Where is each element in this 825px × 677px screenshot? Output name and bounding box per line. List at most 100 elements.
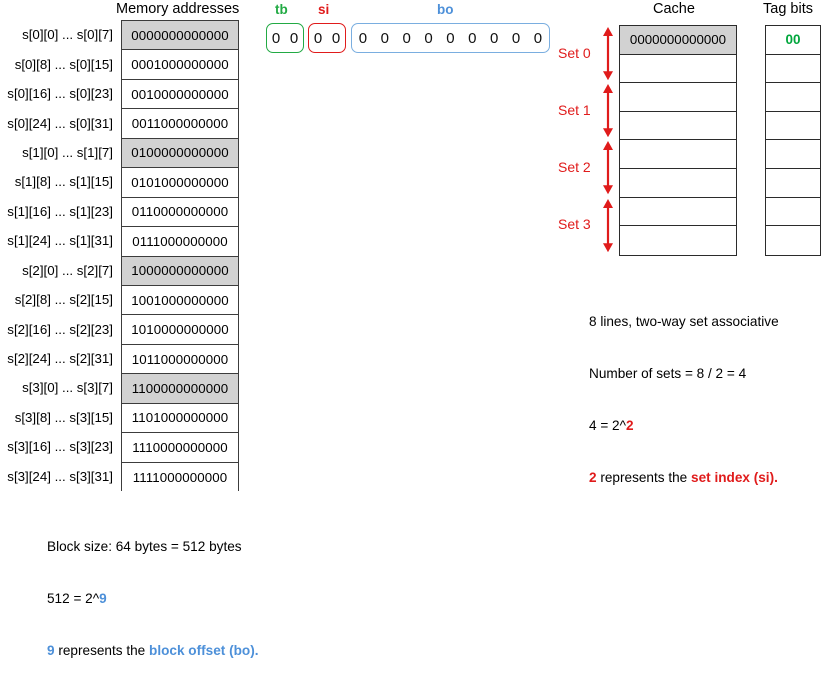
bo-bit-4: 0 [446,29,455,47]
si-bit-1: 0 [331,29,341,47]
cache-line-row [620,83,736,112]
memory-row-label: s[2][16] ... s[2][23] [7,321,113,337]
set-label-2: Set 2 [558,159,591,175]
tag-bits-header: Tag bits [763,1,813,17]
si-field-label: si [318,2,330,17]
bo-bit-2: 0 [402,29,411,47]
cache-table: 0000000000000 [619,25,737,256]
memory-address-row: 0011000000000 [122,109,238,139]
cache-line-row [620,54,736,84]
set-range-arrow [603,27,613,81]
memory-address-row: 0111000000000 [122,227,238,257]
memory-row-label: s[1][24] ... s[1][31] [7,233,113,249]
tag-bits-row [766,226,820,255]
memory-row-label: s[2][24] ... s[2][31] [7,351,113,367]
block-note-line2-prefix: 512 = 2^ [47,591,100,607]
block-note-line3-mid: represents the [54,643,150,659]
cache-note: 8 lines, two-way set associative Number … [589,278,779,504]
memory-row-label: s[0][24] ... s[0][31] [7,115,113,131]
memory-address-row: 1100000000000 [122,374,238,404]
memory-row-label: s[0][16] ... s[0][23] [7,86,113,102]
tb-bit-1: 0 [289,29,299,47]
memory-address-row: 1101000000000 [122,403,238,434]
memory-address-row: 1011000000000 [122,344,238,375]
tag-bits-row [766,54,820,84]
block-size-note: Block size: 64 bytes = 512 bytes 512 = 2… [47,503,259,677]
tag-bits-table: 00 [765,25,821,256]
cache-note-line-4: 2 represents the set index (si). [589,469,779,486]
bo-bit-0: 0 [358,29,368,47]
cache-note-line-2: Number of sets = 8 / 2 = 4 [589,366,747,382]
memory-row-labels: s[0][0] ... s[0][7] s[0][8] ... s[0][15] s… [0,20,117,491]
bo-field-label: bo [437,2,454,17]
set-range-arrow [603,84,613,138]
cache-line-row [620,140,736,169]
memory-address-row: 0000000000000 [122,21,238,51]
cache-note-line3-prefix: 4 = 2^ [589,418,626,434]
block-note-line-2: 512 = 2^9 [47,590,259,607]
cache-note-line-3: 4 = 2^2 [589,417,779,434]
cache-line-row [620,197,736,227]
cache-line-row [620,168,736,198]
memory-row-label: s[1][8] ... s[1][15] [14,174,113,190]
bo-bit-6: 0 [490,29,499,47]
tag-bits-row: 00 [766,26,820,55]
cache-note-setindex-number: 2 [589,470,597,486]
memory-address-row: 1000000000000 [122,256,238,286]
block-note-offset-term: block offset (bo). [149,643,259,659]
memory-address-row: 1110000000000 [122,433,238,463]
tag-bits-row [766,83,820,112]
tb-bit-0: 0 [271,29,281,47]
memory-row-label: s[3][16] ... s[3][23] [7,439,113,455]
memory-row-label: s[2][8] ... s[2][15] [14,292,113,308]
memory-addresses-header: Memory addresses [116,1,240,17]
memory-row-label: s[2][0] ... s[2][7] [22,262,113,278]
block-note-exponent: 9 [99,591,107,607]
cache-note-line4-mid: represents the [596,470,692,486]
set-range-arrow [603,141,613,195]
memory-address-row: 1001000000000 [122,285,238,316]
bo-bit-8: 0 [533,29,543,47]
memory-row-label: s[0][8] ... s[0][15] [14,56,113,72]
tag-bits-row [766,140,820,169]
memory-address-row: 0110000000000 [122,197,238,228]
memory-address-row: 0100000000000 [122,138,238,169]
si-bit-0: 0 [313,29,323,47]
block-note-offset-number: 9 [47,643,55,659]
cache-note-setindex-term: set index (si). [691,470,778,486]
cache-line-row: 0000000000000 [620,26,736,55]
tag-bits-row [766,111,820,141]
bo-bit-5: 0 [468,29,477,47]
cache-note-line-1: 8 lines, two-way set associative [589,313,779,329]
memory-address-row: 0001000000000 [122,50,238,80]
memory-row-label: s[1][0] ... s[1][7] [22,144,113,160]
cache-line-row [620,111,736,141]
memory-row-label: s[0][0] ... s[0][7] [22,27,113,43]
memory-address-row: 0101000000000 [122,168,238,198]
block-note-line-3: 9 represents the block offset (bo). [47,642,259,659]
set-label-1: Set 1 [558,101,591,118]
cache-note-exponent: 2 [626,418,634,434]
memory-row-label: s[3][24] ... s[3][31] [7,468,113,484]
memory-row-label: s[3][8] ... s[3][15] [14,409,113,425]
memory-address-row: 1010000000000 [122,315,238,345]
cache-header: Cache [653,1,695,17]
tag-bits-row [766,168,820,198]
memory-address-row: 0010000000000 [122,79,238,110]
bo-bit-7: 0 [511,29,521,47]
tb-field-label: tb [275,2,288,17]
memory-row-label: s[1][16] ... s[1][23] [7,203,113,219]
cache-line-row [620,226,736,255]
tag-bits-value: 00 [785,32,801,48]
memory-row-label: s[3][0] ... s[3][7] [22,380,113,396]
bo-bit-1: 0 [380,29,389,47]
memory-address-row: 1111000000000 [122,462,238,492]
set-label-3: Set 3 [558,216,591,233]
block-note-line-1: Block size: 64 bytes = 512 bytes [47,538,242,554]
tag-bits-row [766,197,820,227]
bo-bit-3: 0 [424,29,433,47]
set-range-arrow [603,198,613,252]
